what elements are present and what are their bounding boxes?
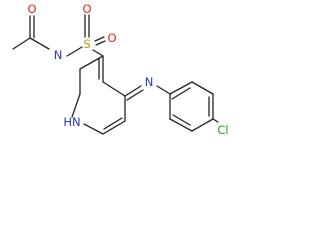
chemical-structure: O N S O O N HN Cl: [12, 2, 229, 137]
atom-oxygen-sulfonyl-left: O: [82, 2, 91, 16]
bond-phenyl-1: [169, 81, 193, 95]
bond-phenyl-5: [169, 118, 193, 132]
bond-sulfur-ring: [92, 49, 104, 57]
atom-labels: O N S O O N HN Cl: [27, 2, 228, 137]
atom-oxygen-carbonyl: O: [27, 2, 36, 16]
atom-chlorine: Cl: [217, 123, 228, 137]
bond-ring-6-inner: [103, 117, 123, 130]
bond-sulfonyl-right-b: [95, 40, 106, 46]
bond-nitrogen-sulfur: [66, 46, 83, 57]
bond-methyl-carbonyl: [12, 37, 31, 50]
bond-phenyl-2: [191, 81, 214, 95]
bonds: [12, 14, 219, 135]
atom-nitrogen-imine: N: [145, 75, 154, 89]
bond-ring-2: [79, 55, 104, 70]
bond-imine-phenyl: [156, 85, 171, 95]
bond-phenyl-4: [191, 118, 214, 132]
bond-ring-6: [102, 120, 126, 135]
bond-ring-8: [102, 81, 126, 97]
atom-oxygen-sulfonyl-right: O: [107, 31, 116, 45]
atom-nitrogen-amide: N: [54, 48, 63, 62]
bond-ring-5: [83, 123, 104, 135]
bond-imine-double-a: [124, 85, 142, 97]
bond-phenyl-1-inner: [171, 87, 191, 100]
bond-carbonyl-nitrogen: [29, 37, 50, 50]
bond-phenyl-chlorine: [212, 118, 219, 123]
bond-ring-4: [71, 93, 81, 118]
bond-sulfonyl-right-a: [94, 36, 105, 42]
bond-imine-double-b: [126, 89, 144, 101]
atom-sulfur: S: [83, 37, 90, 51]
atom-nitrogen-ring: HN: [63, 115, 80, 129]
bond-phenyl-5-inner: [172, 114, 191, 126]
